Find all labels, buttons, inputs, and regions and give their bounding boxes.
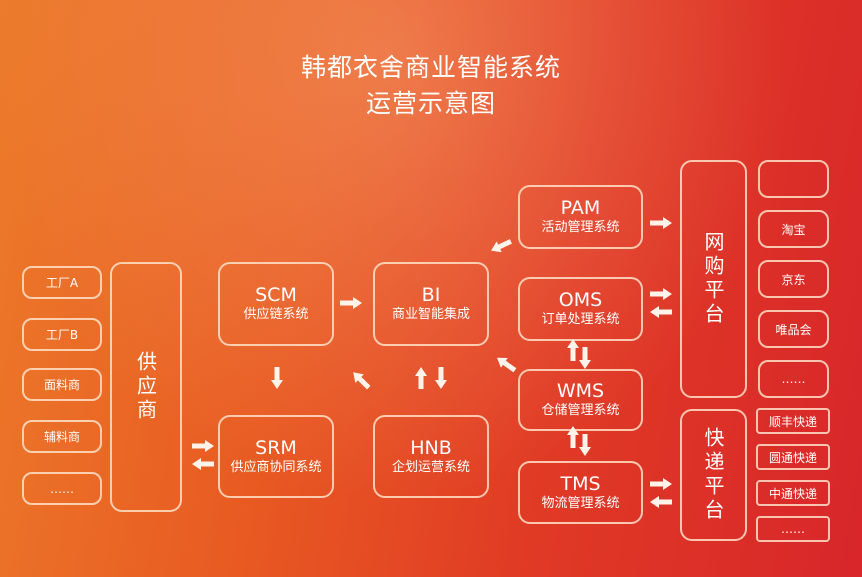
express-label: 顺丰快递 — [768, 414, 817, 429]
platform-label: 唯品会 — [775, 322, 812, 337]
system-desc: 活动管理系统 — [541, 220, 620, 235]
supplier-accessories: 辅料商 — [22, 420, 102, 453]
arrow-icon — [271, 367, 283, 389]
system-code: HNB — [410, 436, 452, 459]
system-code: PAM — [560, 197, 601, 219]
arrow-icon — [579, 434, 591, 456]
system-code: TMS — [560, 472, 601, 495]
arrow-icon — [650, 288, 672, 300]
online-platform-blank — [758, 160, 829, 198]
online-platform-vip: 唯品会 — [758, 310, 829, 348]
arrow-icon — [192, 458, 214, 470]
express-label: 圆通快递 — [768, 450, 817, 465]
arrow-icon — [567, 426, 579, 448]
supplier-label: 工厂A — [45, 276, 79, 290]
platform-label: 淘宝 — [781, 222, 806, 237]
system-desc: 企划运营系统 — [391, 459, 470, 475]
arrow-icon — [435, 367, 447, 389]
diagram-subtitle: 运营示意图 — [365, 89, 496, 118]
arrow-icon — [494, 353, 519, 375]
express-platform-label: 快递平台 — [701, 427, 725, 523]
system-desc: 仓储管理系统 — [541, 403, 620, 418]
platform-label: …… — [781, 372, 806, 386]
supplier-label: 工厂B — [45, 328, 79, 342]
system-desc: 供应商协同系统 — [230, 459, 322, 475]
arrow-icon — [192, 440, 214, 452]
arrow-icon — [488, 236, 513, 256]
express-platform-group: 快递平台 — [680, 409, 747, 541]
diagram-title: 韩都衣舍商业智能系统 — [300, 53, 561, 82]
arrow-icon — [579, 347, 591, 369]
express-sf: 顺丰快递 — [756, 408, 830, 434]
arrow-icon — [340, 297, 362, 309]
supplier-label: 辅料商 — [43, 430, 80, 444]
system-desc: 物流管理系统 — [541, 495, 620, 511]
arrow-icon — [349, 368, 373, 392]
system-code: WMS — [556, 380, 605, 402]
platform-label: 京东 — [781, 272, 806, 287]
system-desc: 供应链系统 — [243, 307, 309, 322]
system-desc: 商业智能集成 — [391, 307, 470, 322]
arrow-icon — [415, 367, 427, 389]
supplier-fabric: 面料商 — [22, 368, 102, 401]
online-platform-jd: 京东 — [758, 260, 829, 298]
arrow-icon — [650, 217, 672, 229]
supplier-group: 供应商 — [110, 262, 182, 512]
online-platform-more: …… — [758, 360, 829, 398]
online-platform-label: 网购平台 — [701, 231, 725, 327]
express-label: …… — [781, 522, 805, 536]
system-desc: 订单处理系统 — [541, 312, 620, 327]
express-zto: 中通快递 — [756, 480, 830, 506]
online-platform-taobao: 淘宝 — [758, 210, 829, 248]
system-code: BI — [421, 284, 441, 306]
arrow-icon — [567, 339, 579, 361]
system-code: SCM — [255, 284, 297, 306]
supplier-group-label: 供应商 — [133, 351, 158, 423]
arrow-icon — [650, 478, 672, 490]
arrow-icon — [650, 496, 672, 508]
supplier-factory-b: 工厂B — [22, 318, 102, 351]
express-more: …… — [756, 516, 830, 542]
express-label: 中通快递 — [768, 486, 817, 501]
express-yto: 圆通快递 — [756, 444, 830, 470]
arrow-icon — [650, 306, 672, 318]
online-platform-group: 网购平台 — [680, 160, 747, 398]
system-code: SRM — [255, 436, 297, 459]
supplier-more: …… — [22, 472, 102, 505]
supplier-label: 面料商 — [43, 378, 80, 392]
supplier-factory-a: 工厂A — [22, 266, 102, 299]
supplier-label: …… — [50, 481, 74, 496]
system-code: OMS — [558, 289, 603, 311]
